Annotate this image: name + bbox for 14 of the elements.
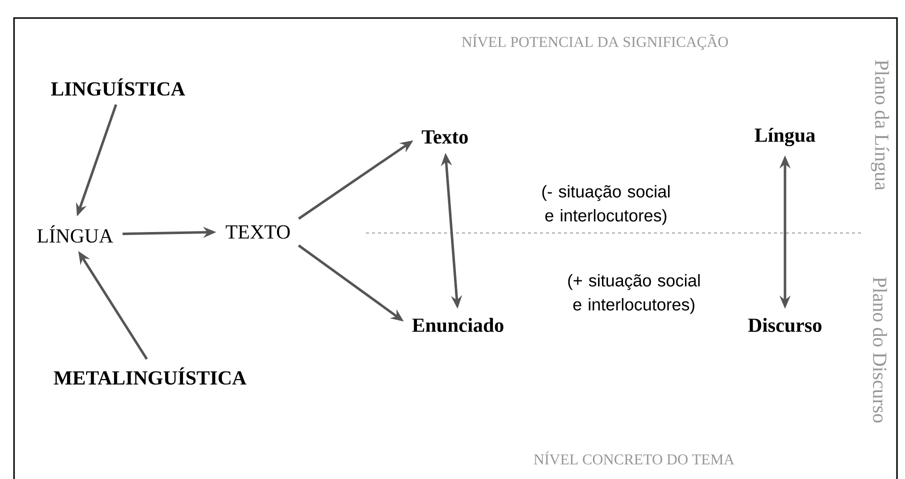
level-heading: NÍVEL POTENCIAL DA SIGNIFICAÇÃO bbox=[462, 34, 728, 50]
term: LINGUÍSTICA bbox=[51, 78, 186, 96]
term: Língua bbox=[754, 128, 816, 146]
level-heading: NÍVEL CONCRETO DO TEMA bbox=[534, 451, 734, 465]
plane-label: Plano da Língua bbox=[870, 60, 890, 190]
term: Texto bbox=[422, 130, 468, 144]
condition-note: (- situação social e interlocutores) bbox=[542, 185, 670, 225]
term: TEXTO bbox=[226, 225, 290, 239]
plane-label: Plano do Discurso bbox=[872, 277, 888, 423]
term: Discurso bbox=[748, 318, 822, 332]
condition-note: (+ situação social e interlocutores) bbox=[568, 274, 700, 314]
term: Enunciado bbox=[412, 318, 504, 332]
term: METALINGUÍSTICA bbox=[54, 367, 246, 385]
term: LÍNGUA bbox=[37, 225, 114, 243]
